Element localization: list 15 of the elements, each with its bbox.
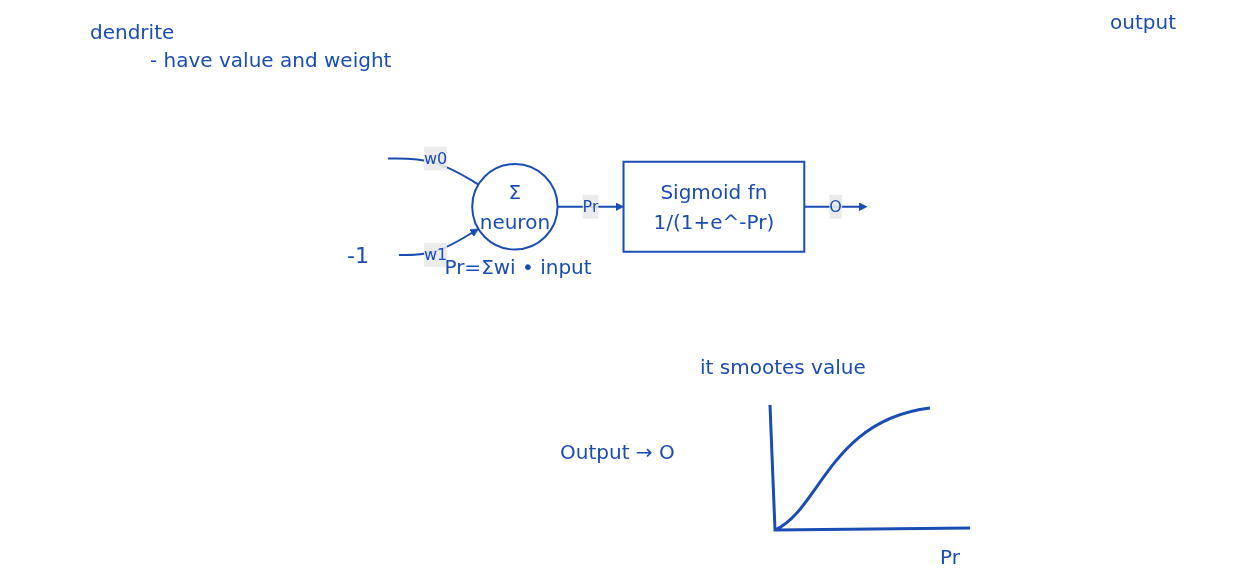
edge-label: Pr (582, 196, 599, 216)
annotation-text: it smootes value (700, 355, 866, 379)
label-text: dendrite (90, 20, 175, 44)
edge-label: O (828, 196, 842, 216)
axis-label: Pr (940, 545, 960, 569)
arrow (397, 228, 479, 256)
annotation-text: output (1110, 10, 1176, 34)
note-text: - have value and weight (150, 48, 392, 72)
node-text: -1 (346, 242, 369, 268)
edge-label: w0 (423, 148, 447, 168)
node-circle: Σ neuron (470, 163, 559, 251)
edge-label: w1 (423, 245, 447, 264)
connector (386, 157, 479, 186)
node-box: Sigmoid fn 1/(1+e^-Pr) (622, 160, 805, 253)
axis-label: Output → O (560, 440, 675, 464)
